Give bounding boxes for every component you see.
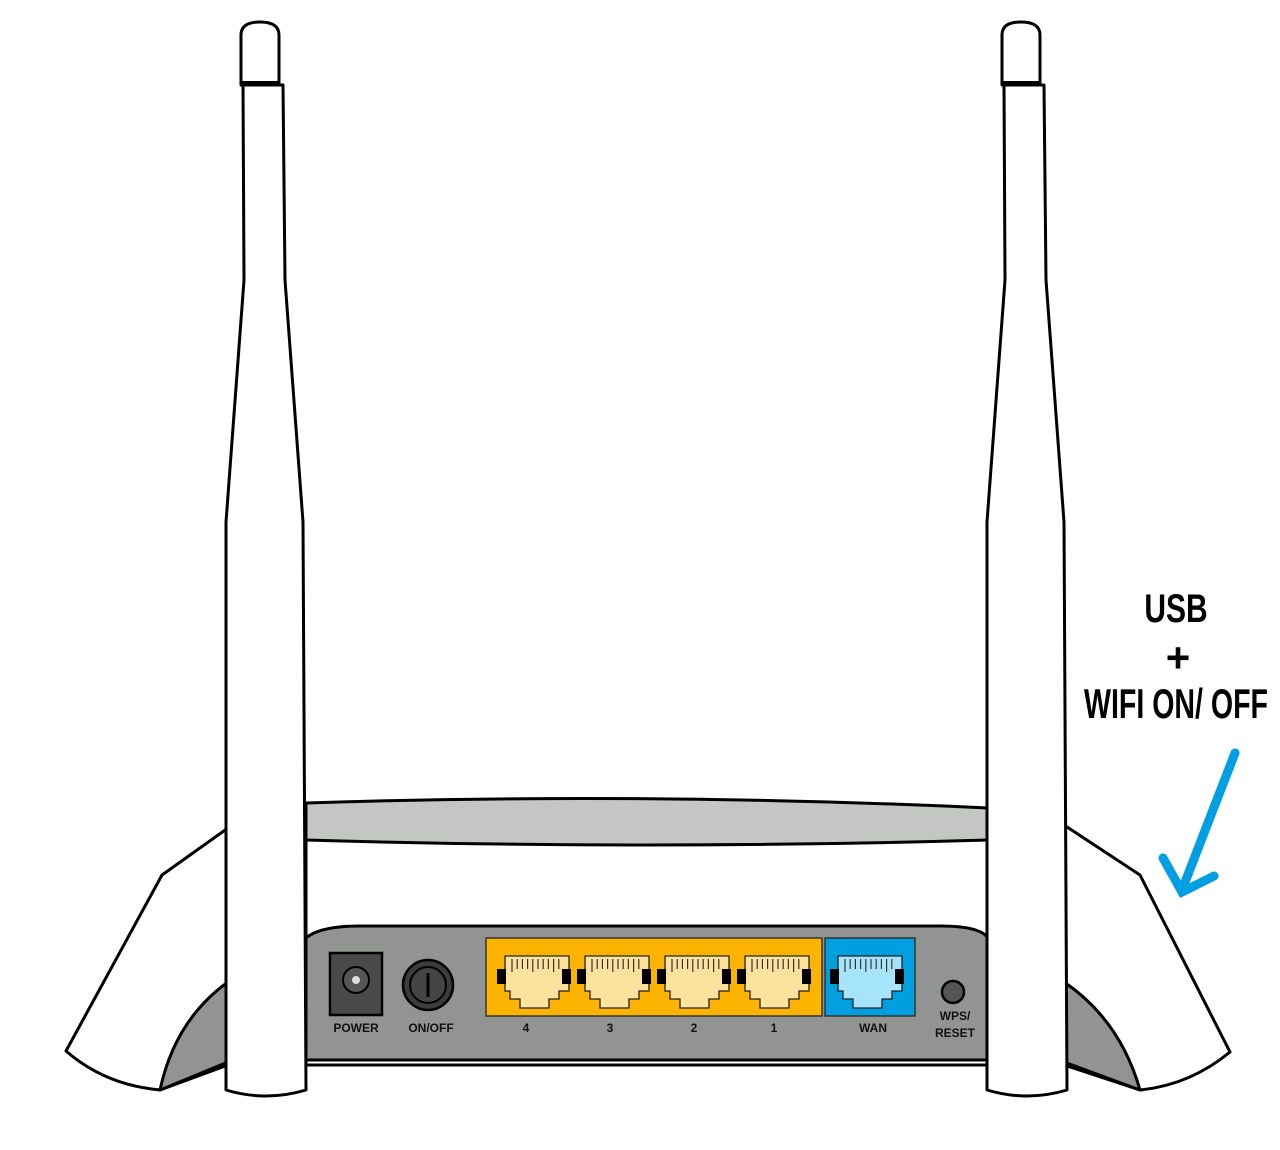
jack-led — [895, 969, 904, 984]
jack-led — [802, 969, 811, 984]
annotation-wifi-on-off: WIFI ON/ OFF — [1084, 679, 1268, 727]
lan-port-4-label: 4 — [523, 1021, 530, 1035]
left-antenna — [224, 83, 308, 1098]
annotation-usb: USB — [1144, 587, 1207, 631]
wps-label: WPS/ — [940, 1009, 971, 1023]
jack-led — [642, 969, 651, 984]
jack-led — [830, 969, 839, 984]
lan-port-1-label: 1 — [771, 1021, 778, 1035]
annotation-plus: + — [1166, 634, 1191, 681]
lan-port-2-label: 2 — [691, 1021, 698, 1035]
jack-led — [562, 969, 571, 984]
left-antenna-tip — [239, 20, 281, 87]
jack-led — [737, 969, 746, 984]
on-off-button[interactable] — [401, 958, 455, 1012]
left-wing-gray — [158, 980, 230, 1092]
on-off-label: ON/OFF — [408, 1021, 453, 1035]
lan-port-3[interactable] — [577, 955, 651, 1009]
lan-port-2[interactable] — [657, 955, 731, 1009]
reset-label: RESET — [935, 1026, 976, 1040]
power-port[interactable] — [328, 951, 384, 1017]
right-antenna — [985, 83, 1069, 1098]
jack-led — [657, 969, 666, 984]
wps-reset-button[interactable] — [940, 979, 966, 1005]
arrow-icon — [1158, 748, 1240, 898]
lan-port-1[interactable] — [737, 955, 811, 1009]
wan-label: WAN — [859, 1021, 887, 1035]
jack-led — [577, 969, 586, 984]
top-band — [304, 797, 990, 847]
lan-port-4[interactable] — [497, 955, 571, 1009]
jack-led — [497, 969, 506, 984]
right-wing-gray — [1062, 980, 1142, 1092]
wan-port[interactable] — [830, 955, 904, 1009]
right-antenna-tip — [1000, 20, 1042, 87]
jack-led — [722, 969, 731, 984]
lan-port-3-label: 3 — [607, 1021, 614, 1035]
power-label: POWER — [333, 1021, 379, 1035]
